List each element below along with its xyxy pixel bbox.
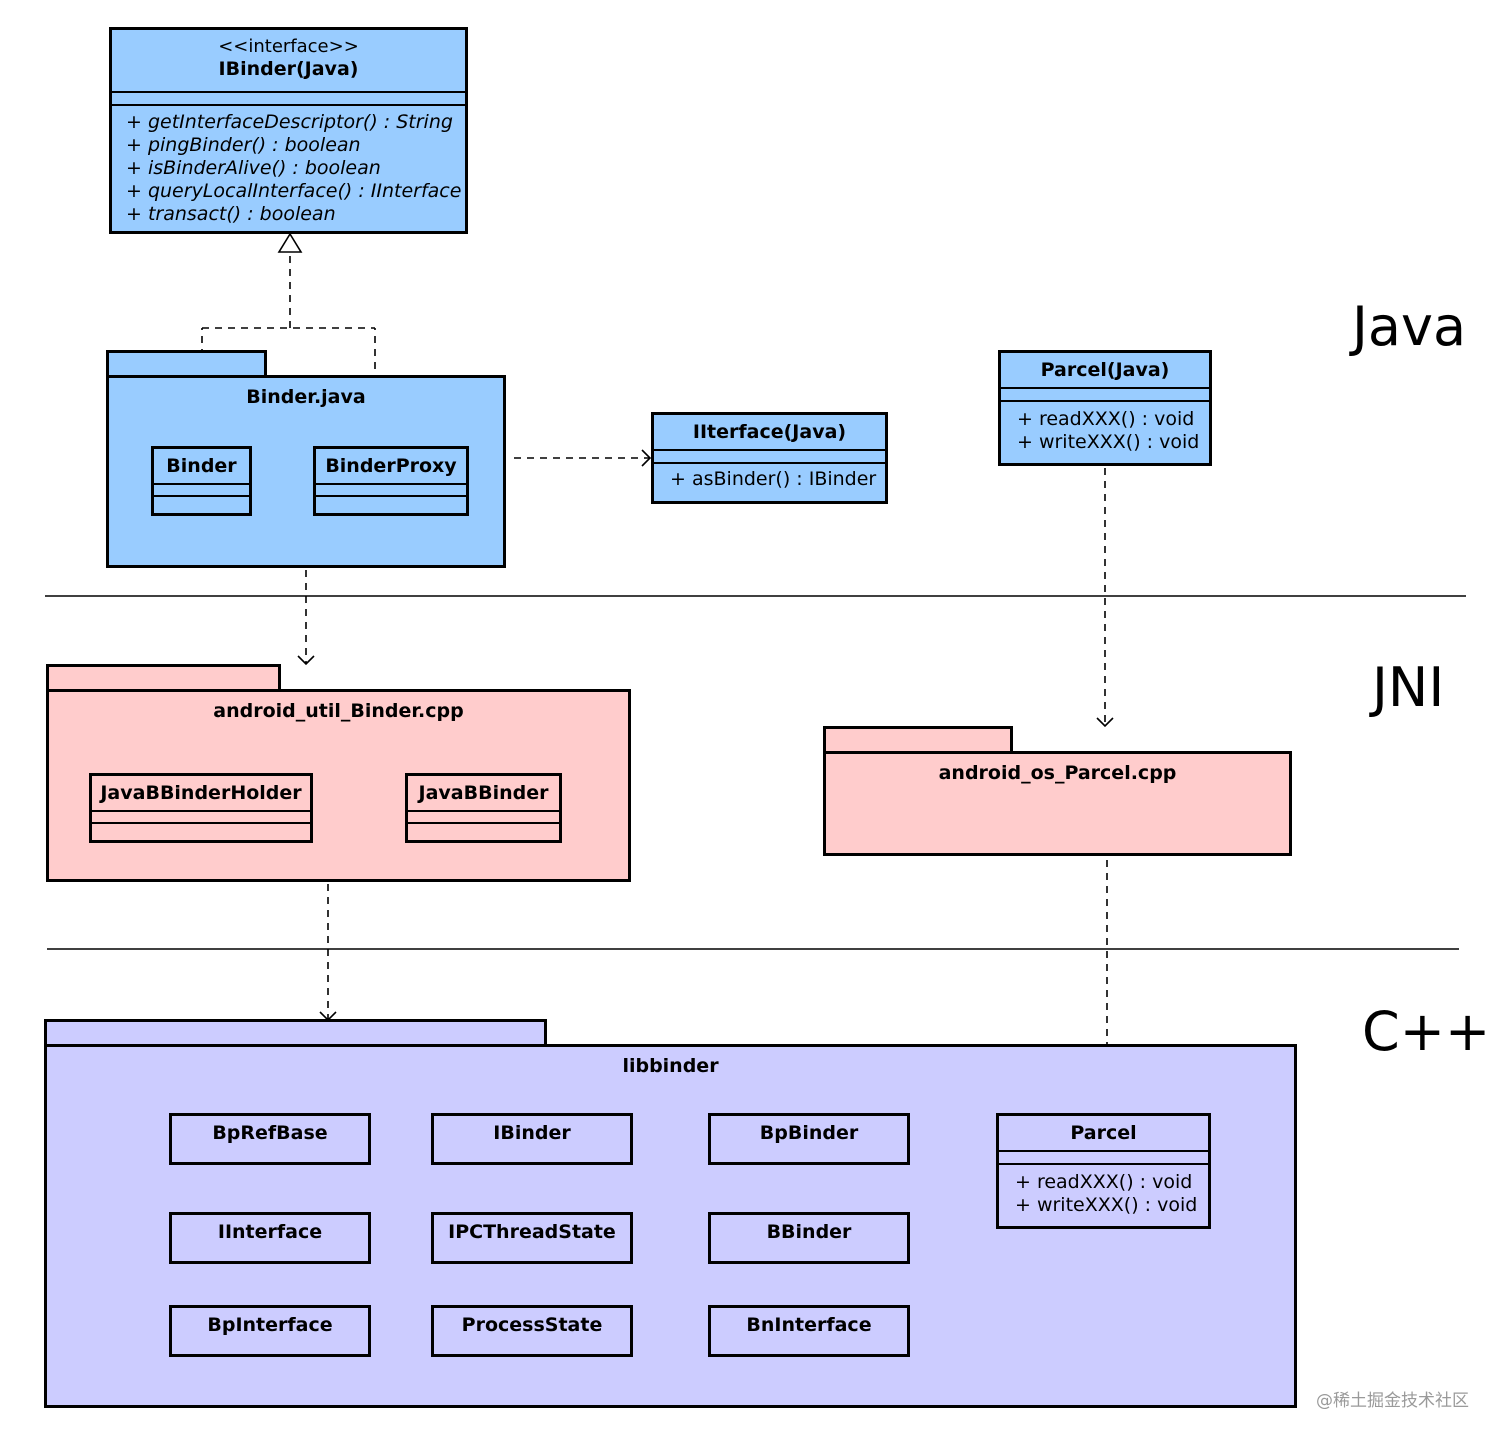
bprefbase-class: BpRefBase bbox=[169, 1113, 371, 1165]
ibinder-java-class: <<interface>> IBinder(Java) + getInterfa… bbox=[109, 27, 468, 234]
ibinder-java-op: + isBinderAlive() : boolean bbox=[126, 157, 381, 179]
jni-binder-package-tab bbox=[46, 664, 281, 693]
processstate-class: ProcessState bbox=[431, 1305, 633, 1357]
parcel-cpp-op: + readXXX() : void bbox=[1015, 1171, 1193, 1193]
iinterface-java-class: IIterface(Java) + asBinder() : IBinder bbox=[651, 412, 888, 504]
binderproxy-class: BinderProxy bbox=[313, 446, 469, 516]
ibinder-cpp-class-name: IBinder bbox=[493, 1122, 571, 1144]
bpinterface-class-name: BpInterface bbox=[207, 1314, 333, 1336]
jni-binder-package-name: android_util_Binder.cpp bbox=[213, 700, 464, 722]
ibinder-java-op: + transact() : boolean bbox=[126, 203, 336, 225]
binder-java-package-name: Binder.java bbox=[246, 386, 366, 408]
ibinder-java-op: + pingBinder() : boolean bbox=[126, 134, 361, 156]
parcel-cpp-name: Parcel bbox=[1070, 1122, 1137, 1144]
bbinder-class: BBinder bbox=[708, 1212, 910, 1264]
ipcthreadstate-class: IPCThreadState bbox=[431, 1212, 633, 1264]
iinterface-cpp-class-name: IInterface bbox=[217, 1221, 323, 1243]
bpbinder-class: BpBinder bbox=[708, 1113, 910, 1165]
parcel-java-class: Parcel(Java) + readXXX() : void + writeX… bbox=[998, 350, 1212, 466]
parcel-cpp-class: Parcel + readXXX() : void + writeXXX() :… bbox=[996, 1113, 1211, 1229]
binder-class: Binder bbox=[151, 446, 252, 516]
layer-label-jni: JNI bbox=[1372, 656, 1445, 719]
ibinder-java-op: + getInterfaceDescriptor() : String bbox=[126, 111, 453, 133]
ibinder-java-stereotype: <<interface>> bbox=[218, 36, 359, 57]
layer-label-cpp: C++ bbox=[1362, 1000, 1491, 1063]
ibinder-java-name: IBinder(Java) bbox=[218, 58, 359, 80]
binderproxy-class-name: BinderProxy bbox=[325, 455, 457, 477]
jni-parcel-package: android_os_Parcel.cpp bbox=[823, 751, 1292, 856]
ibinder-java-op: + queryLocalInterface() : IInterface bbox=[126, 180, 462, 202]
iinterface-java-op: + asBinder() : IBinder bbox=[670, 468, 877, 490]
ipcthreadstate-class-name: IPCThreadState bbox=[448, 1221, 616, 1243]
bbinder-class-name: BBinder bbox=[766, 1221, 852, 1243]
javabbinder-class: JavaBBinder bbox=[405, 773, 562, 843]
bninterface-class-name: BnInterface bbox=[746, 1314, 872, 1336]
javabbinder-class-name: JavaBBinder bbox=[418, 782, 549, 804]
bpinterface-class: BpInterface bbox=[169, 1305, 371, 1357]
parcel-cpp-op: + writeXXX() : void bbox=[1015, 1194, 1198, 1216]
parcel-java-op: + writeXXX() : void bbox=[1017, 431, 1200, 453]
bninterface-class: BnInterface bbox=[708, 1305, 910, 1357]
watermark: @稀土掘金技术社区 bbox=[1316, 1391, 1469, 1411]
javabbinderholder-class-name: JavaBBinderHolder bbox=[100, 782, 302, 804]
bprefbase-class-name: BpRefBase bbox=[212, 1122, 328, 1144]
binder-class-name: Binder bbox=[166, 455, 237, 477]
parcel-java-name: Parcel(Java) bbox=[1040, 359, 1170, 381]
layer-label-java: Java bbox=[1352, 295, 1467, 358]
javabbinderholder-class: JavaBBinderHolder bbox=[89, 773, 313, 843]
processstate-class-name: ProcessState bbox=[461, 1314, 603, 1336]
parcel-java-op: + readXXX() : void bbox=[1017, 408, 1195, 430]
iinterface-cpp-class: IInterface bbox=[169, 1212, 371, 1264]
ibinder-cpp-class: IBinder bbox=[431, 1113, 633, 1165]
realization-arrowhead bbox=[277, 232, 303, 253]
jni-parcel-package-name: android_os_Parcel.cpp bbox=[938, 762, 1177, 784]
libbinder-package-name: libbinder bbox=[622, 1055, 719, 1077]
bpbinder-class-name: BpBinder bbox=[759, 1122, 859, 1144]
iinterface-java-name: IIterface(Java) bbox=[692, 421, 847, 443]
